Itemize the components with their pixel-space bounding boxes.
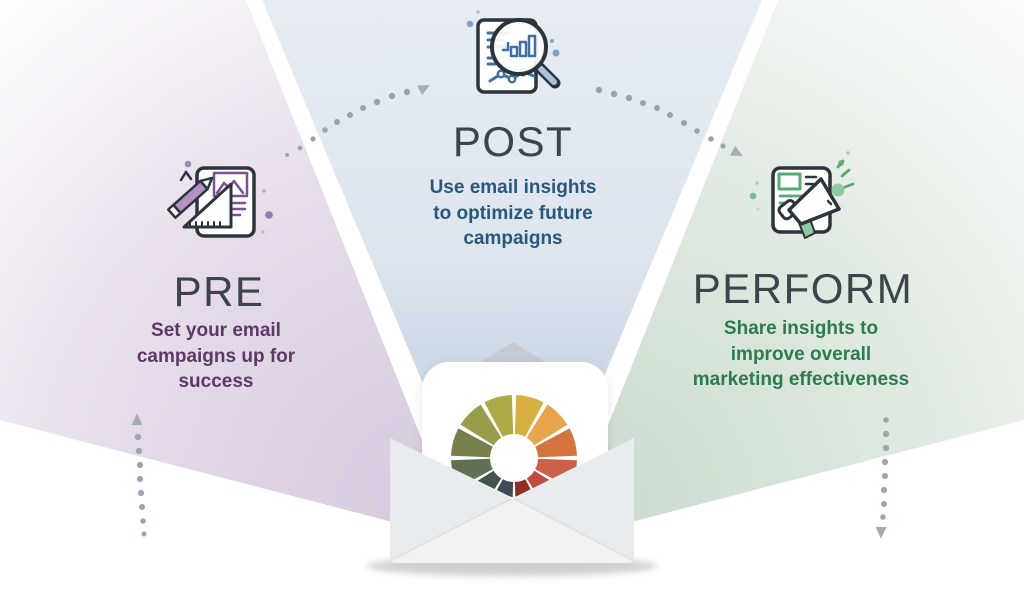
decor-dot <box>756 207 760 211</box>
content-block <box>777 172 802 191</box>
flow-line-right-down <box>875 417 890 539</box>
subtitle-line: Share insights to <box>723 318 879 339</box>
subtitle-line: Use email insights <box>429 177 597 198</box>
decor-dot <box>552 49 560 57</box>
arrowhead-icon <box>730 145 743 157</box>
megaphone-glyph <box>777 159 855 239</box>
analytics-magnifier-document-icon <box>466 10 561 94</box>
fan-perform <box>562 0 1024 540</box>
stage-subtitle-post: Use email insights to optimize future ca… <box>430 175 597 252</box>
decor-dot <box>846 151 850 155</box>
decor-dot <box>550 39 554 43</box>
wheel-segment <box>514 395 544 437</box>
flow-arc-post-to-perform <box>595 86 743 157</box>
arrowhead-icon <box>417 84 430 96</box>
subtitle-line: marketing effectiveness <box>692 369 910 391</box>
envelope-front-left-fold <box>390 438 513 560</box>
arrowhead-icon <box>875 527 887 539</box>
wheel-segment <box>451 428 493 458</box>
decor-dot <box>265 211 273 219</box>
wheel-segment <box>535 428 577 458</box>
pencil-glyph <box>166 176 214 219</box>
stage-subtitle-perform: Share insights to improve overall market… <box>693 316 910 393</box>
decor-dot <box>749 192 757 200</box>
fan-post <box>262 0 762 460</box>
decor-dot <box>261 230 265 234</box>
stage-title-post: POST <box>452 118 574 165</box>
decor-dot <box>184 160 192 168</box>
arrowhead-icon <box>131 413 143 425</box>
subtitle-line: campaigns up for <box>136 345 296 367</box>
magnifier-glyph <box>490 18 561 89</box>
subtitle-line: success <box>178 371 254 393</box>
wheel-segment <box>460 404 502 446</box>
bar-chart-glyph <box>501 34 537 58</box>
subtitle-line: to optimize future <box>433 202 593 224</box>
flow-arc-pre-to-post <box>285 84 430 157</box>
decor-dot <box>755 181 759 185</box>
flow-line-left-up <box>131 413 147 537</box>
subtitle-line: Set your email <box>151 320 281 341</box>
envelope <box>367 342 657 576</box>
envelope-front-right-fold <box>513 438 634 560</box>
pencil-ruler-document-icon <box>166 160 273 238</box>
wheel-segment <box>526 404 568 446</box>
decor-dot <box>262 189 266 193</box>
decor-dot <box>476 10 480 14</box>
stage-subtitle-pre: Set your email campaigns up for success <box>137 318 295 395</box>
stage-title-pre: PRE <box>173 268 265 315</box>
fan-pre <box>0 0 462 540</box>
subtitle-line: campaigns <box>463 228 563 250</box>
decor-dot <box>466 20 474 28</box>
megaphone-document-icon <box>749 151 855 239</box>
subtitle-line: improve overall <box>730 343 872 365</box>
zigzag-mark <box>179 170 193 182</box>
speed-lines <box>836 159 855 189</box>
stage-title-perform: PERFORM <box>692 265 914 312</box>
wheel-segment <box>484 395 514 437</box>
